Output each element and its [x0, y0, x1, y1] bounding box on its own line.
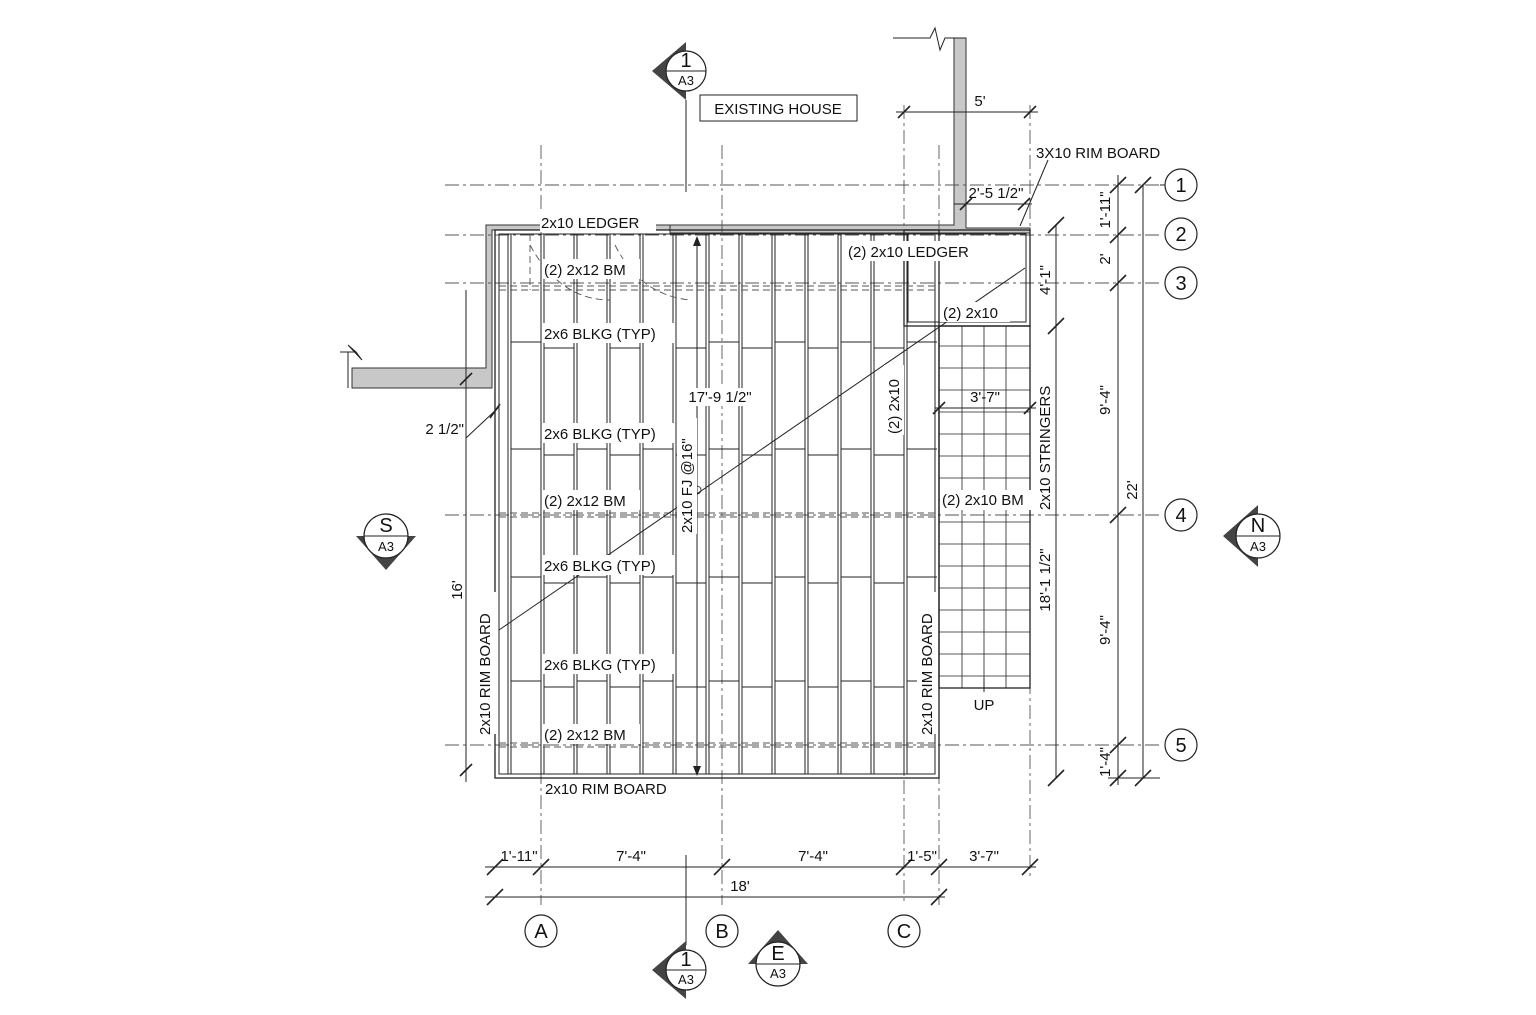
dim-total-22: 22': [1124, 480, 1141, 500]
svg-text:S: S: [379, 515, 392, 537]
dim-stair-width: 3'-7": [970, 389, 1000, 406]
blocking-label-3: 2x6 BLKG (TYP): [544, 558, 656, 575]
dim-top-5ft: 5': [974, 93, 985, 110]
grid-row-2: 2: [1175, 224, 1186, 246]
svg-text:A3: A3: [678, 972, 694, 987]
beam-top-label: (2) 2x12 BM: [544, 262, 626, 279]
blocking-label-2: 2x6 BLKG (TYP): [544, 426, 656, 443]
double-2x10-vertical-label: (2) 2x10: [886, 379, 903, 434]
dimension-lines: 5' 2'-5 1/2" 3'-7" 17'-9 1/2" 2 1/2" 16'…: [425, 93, 1160, 945]
dim-4-1: 4'-1": [1037, 265, 1054, 295]
dim-row-1-4: 1'-4": [1097, 747, 1114, 777]
dim-row-9-4-b: 9'-4": [1097, 615, 1114, 645]
dim-row-9-4-a: 9'-4": [1097, 385, 1114, 415]
blocking-label-4: 2x6 BLKG (TYP): [544, 657, 656, 674]
grid-col-b: B: [715, 921, 728, 943]
ledger-label: 2x10 LEDGER: [541, 215, 640, 232]
dim-joist-span: 17'-9 1/2": [688, 389, 751, 406]
svg-text:A3: A3: [378, 539, 394, 554]
dim-col-7-4-b: 7'-4": [798, 848, 828, 865]
svg-text:E: E: [771, 943, 784, 965]
svg-text:1: 1: [680, 949, 691, 971]
ledger-2-label: (2) 2x10 LEDGER: [848, 244, 969, 261]
section-markers: 1 A3 S A3 N A3 1 A3: [356, 42, 1281, 999]
svg-text:A3: A3: [770, 966, 786, 981]
svg-text:A3: A3: [1250, 539, 1266, 554]
svg-text:N: N: [1251, 515, 1265, 537]
dim-2-half: 2 1/2": [425, 421, 464, 438]
beams: [499, 234, 935, 748]
dim-2-5-half: 2'-5 1/2": [969, 185, 1024, 202]
svg-text:A3: A3: [678, 73, 694, 88]
grid-row-1: 1: [1175, 175, 1186, 197]
rim-board-right-label: 2x10 RIM BOARD: [919, 613, 936, 735]
stair-beam-label: (2) 2x10 BM: [942, 492, 1024, 509]
stringers-label: 2x10 STRINGERS: [1037, 386, 1054, 510]
stair-up-label: UP: [974, 697, 995, 714]
framing-labels: EXISTING HOUSE 2x10 LEDGER (2) 2x10 LEDG…: [476, 94, 1160, 798]
existing-house-label: EXISTING HOUSE: [714, 101, 842, 118]
beam-bot-label: (2) 2x12 BM: [544, 727, 626, 744]
dim-left-16: 16': [449, 580, 466, 600]
grid-col-a: A: [534, 921, 548, 943]
section-marker-top: 1 A3: [652, 42, 707, 100]
dim-row-2: 2': [1097, 253, 1114, 264]
rim-3x10-label: 3X10 RIM BOARD: [1036, 145, 1160, 162]
rim-board-left-label: 2x10 RIM BOARD: [477, 613, 494, 735]
blocking-label-1: 2x6 BLKG (TYP): [544, 326, 656, 343]
dim-18-1-half: 18'-1 1/2": [1037, 548, 1054, 611]
section-marker-s: S A3: [356, 513, 416, 570]
double-2x10-horizontal-label: (2) 2x10: [943, 305, 998, 322]
grid-bubbles: 1 2 3 4 5 A B C: [524, 168, 1198, 948]
dim-col-1-5: 1'-5": [907, 848, 937, 865]
grid-row-3: 3: [1175, 273, 1186, 295]
svg-text:1: 1: [680, 50, 691, 72]
beam-mid-label: (2) 2x12 BM: [544, 493, 626, 510]
dim-total-18: 18': [730, 878, 750, 895]
dim-col-7-4-a: 7'-4": [616, 848, 646, 865]
section-marker-bottom: 1 A3: [652, 941, 707, 999]
section-marker-n: N A3: [1223, 505, 1281, 567]
dim-col-1-11: 1'-11": [500, 848, 537, 865]
grid-row-5: 5: [1175, 735, 1186, 757]
section-marker-e: E A3: [748, 930, 808, 987]
dim-row-1-11: 1'-11": [1097, 191, 1114, 228]
grid-row-4: 4: [1175, 505, 1186, 527]
joists-label: 2x10 FJ @16": [679, 438, 696, 533]
rim-board-bottom-label: 2x10 RIM BOARD: [545, 781, 667, 798]
grid-col-c: C: [897, 921, 911, 943]
dim-col-3-7: 3'-7": [969, 848, 999, 865]
